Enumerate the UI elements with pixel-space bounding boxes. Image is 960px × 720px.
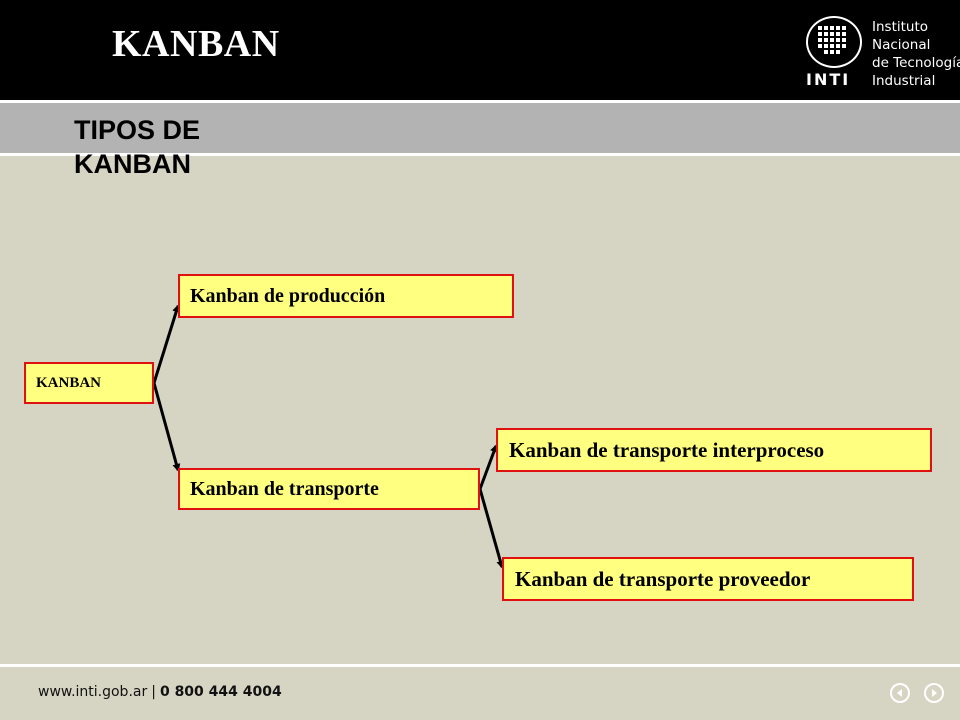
footer-separator: | <box>151 684 156 700</box>
divider <box>0 664 960 667</box>
prev-slide-button[interactable] <box>890 683 910 703</box>
logo-line: de Tecnología <box>872 55 960 71</box>
connector-root-production <box>152 304 181 384</box>
connector-transport-supplier <box>478 488 505 569</box>
logo-institution-name: Instituto Nacional de Tecnología Industr… <box>872 18 960 90</box>
node-production-kanban: Kanban de producción <box>178 274 514 318</box>
footer-url: www.inti.gob.ar <box>38 684 148 700</box>
logo-abbreviation: INTI <box>806 70 851 89</box>
footer-contact: www.inti.gob.ar|0 800 444 4004 <box>38 684 282 700</box>
logo-line: Industrial <box>872 73 936 89</box>
divider <box>0 100 960 103</box>
subtitle-bar <box>0 103 960 153</box>
footer-bar <box>0 667 960 720</box>
slide-subtitle: TIPOS DE KANBAN <box>74 115 201 179</box>
logo-grid-icon <box>818 26 846 54</box>
node-transport-kanban: Kanban de transporte <box>178 468 480 510</box>
node-kanban-root: KANBAN <box>24 362 154 404</box>
node-interprocess-transport-kanban: Kanban de transporte interproceso <box>496 428 932 472</box>
next-slide-icon <box>932 689 937 697</box>
logo-line: Nacional <box>872 37 931 53</box>
prev-slide-icon <box>897 689 902 697</box>
divider <box>0 153 960 156</box>
logo-line: Instituto <box>872 19 929 35</box>
footer-phone: 0 800 444 4004 <box>159 684 282 700</box>
connector-transport-interprocess <box>478 444 498 490</box>
node-supplier-transport-kanban: Kanban de transporte proveedor <box>502 557 914 601</box>
page-title: KANBAN <box>112 23 280 65</box>
connector-root-transport <box>152 382 181 472</box>
next-slide-button[interactable] <box>924 683 944 703</box>
header-bar <box>0 0 960 100</box>
